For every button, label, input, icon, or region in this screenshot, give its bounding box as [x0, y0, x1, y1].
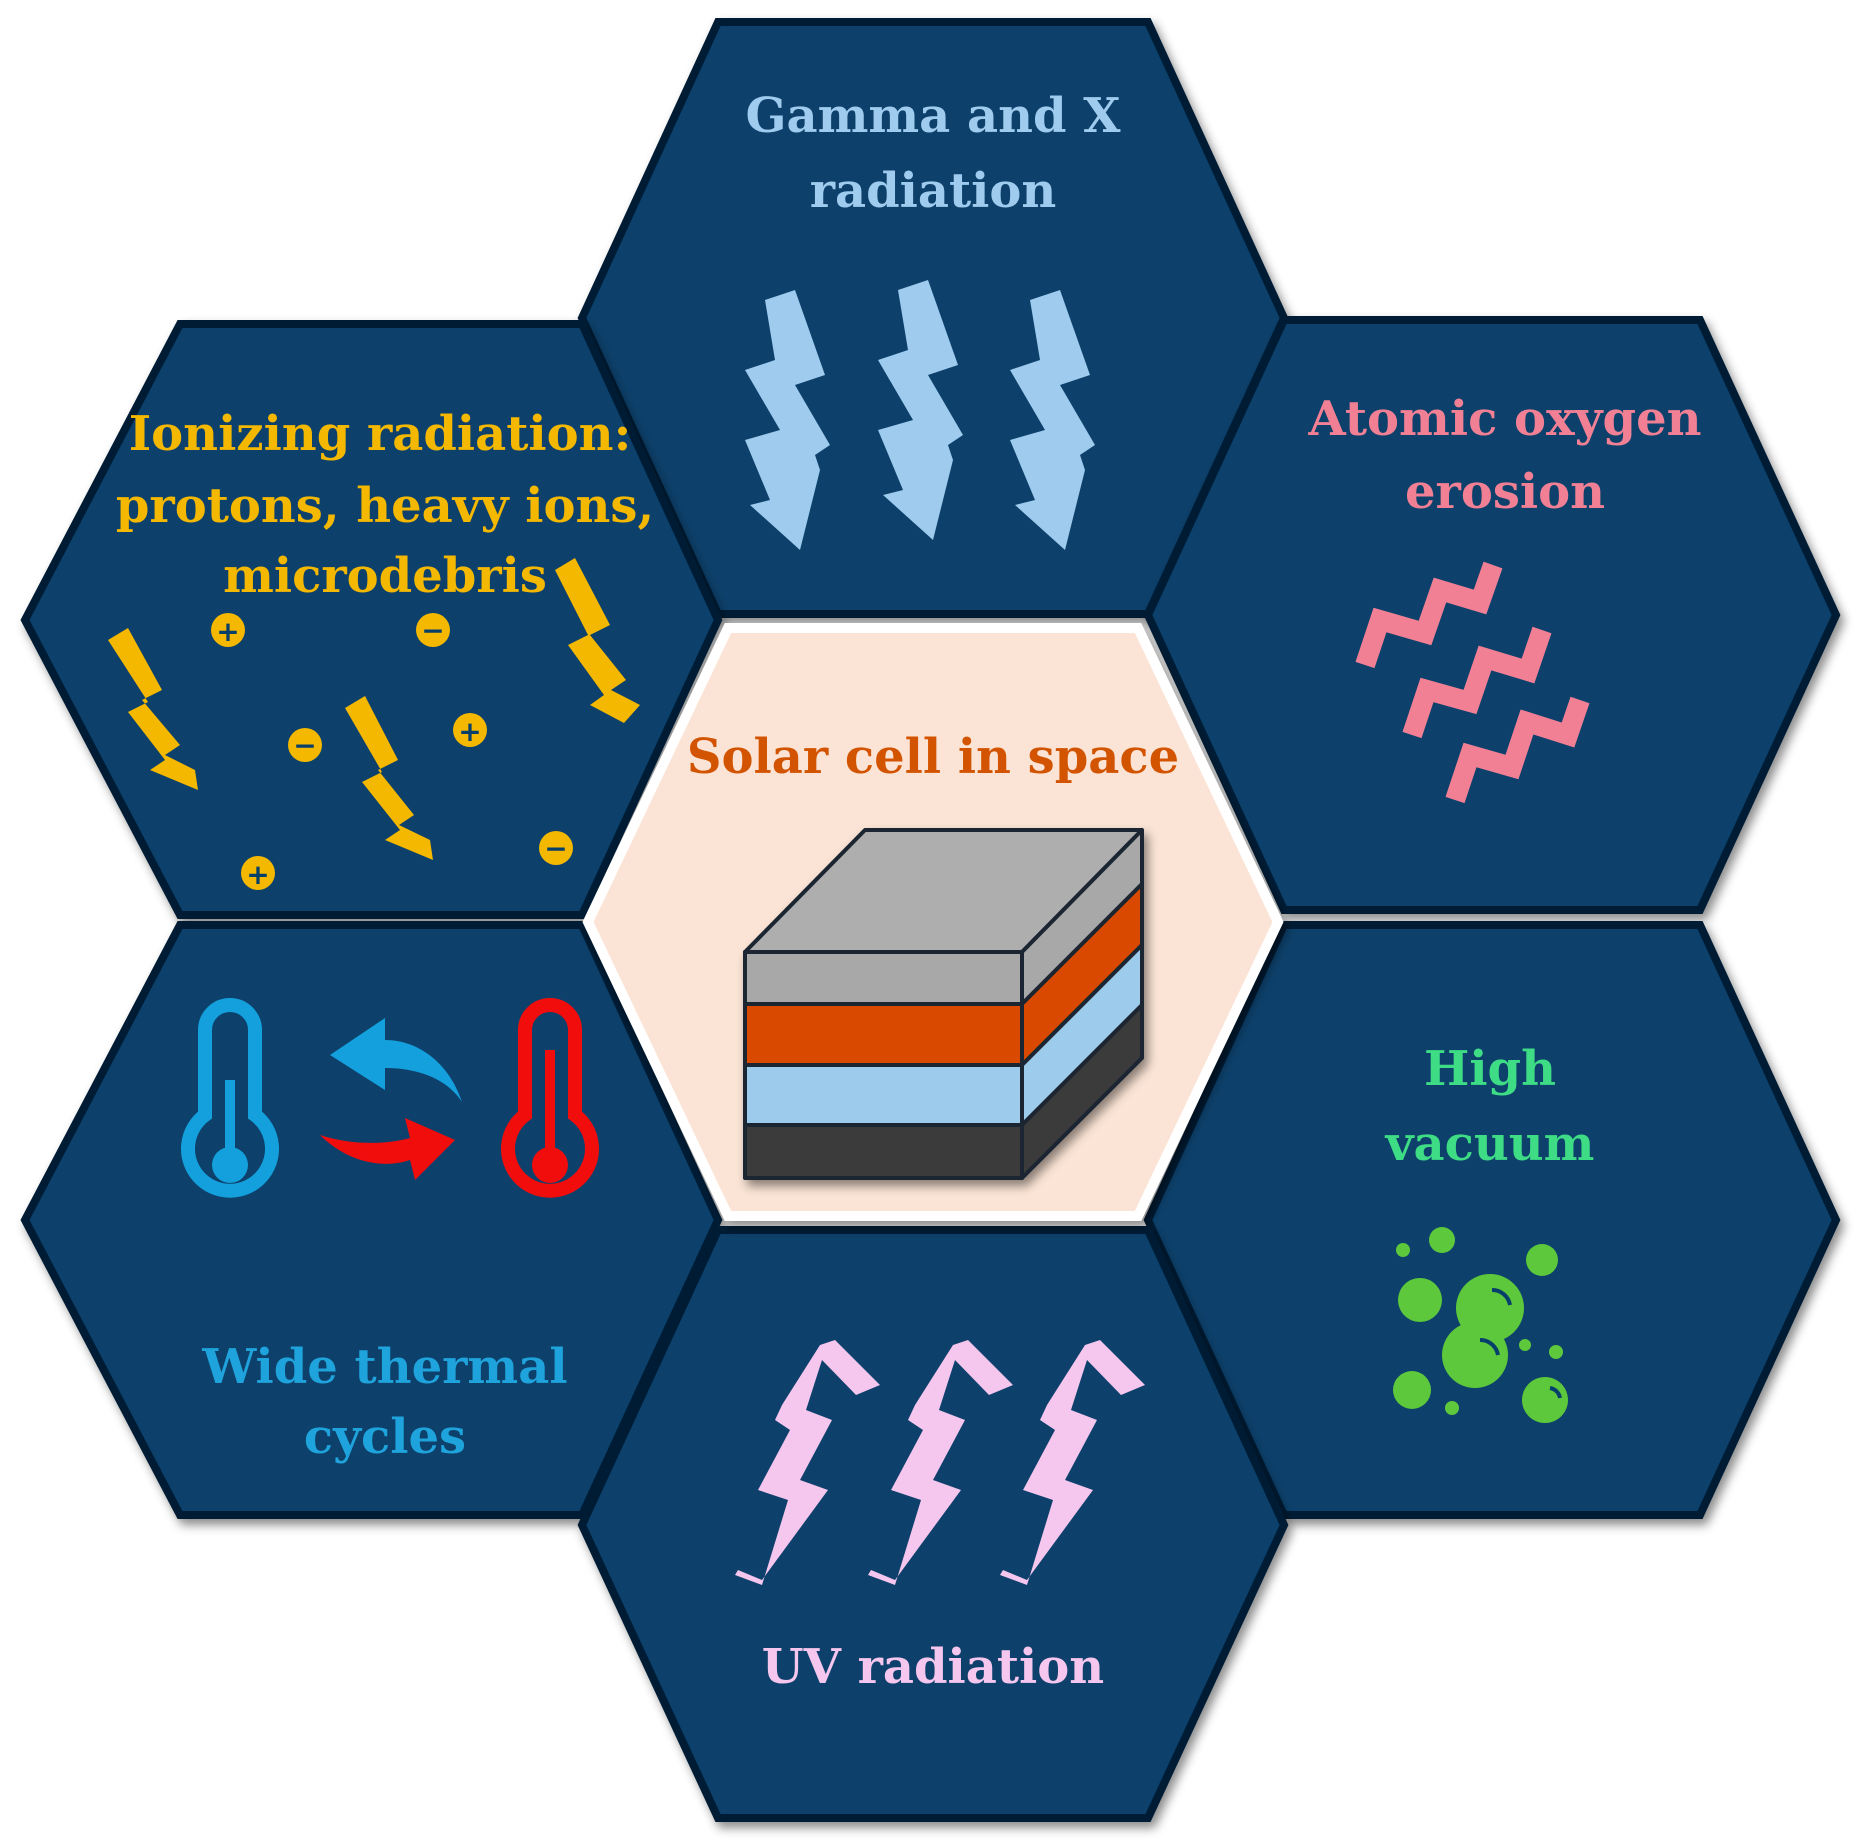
solar-cell-stack-icon — [743, 828, 1144, 1180]
hex-vacuum — [1143, 921, 1841, 1519]
gamma-arrows — [745, 280, 1095, 550]
vacuum-title-line2: vacuum — [1385, 1116, 1595, 1172]
atomic-title-line1: Atomic oxygen — [1307, 391, 1701, 447]
ion-minus-1: − — [416, 613, 450, 647]
ionizing-arrows — [108, 558, 640, 860]
cell-front-blue — [743, 1063, 1024, 1127]
thermal-title-line2: cycles — [304, 1409, 466, 1465]
uv-title: UV radiation — [762, 1639, 1104, 1695]
ion-plus-2: + — [453, 713, 487, 748]
atomic-title-line2: erosion — [1405, 464, 1605, 520]
vacuum-title-line1: High — [1424, 1041, 1556, 1097]
ion-minus-2: − — [288, 728, 322, 762]
ion-charges: + − − + − + — [211, 613, 573, 891]
uv-arrow-3 — [1000, 1340, 1145, 1585]
gamma-arrow-2 — [878, 280, 963, 540]
svg-text:−: − — [544, 832, 567, 865]
ionizing-title-line1: Ionizing radiation: — [129, 406, 632, 462]
ionizing-arrow-2 — [345, 696, 433, 860]
uv-arrows — [735, 1340, 1145, 1585]
ionizing-arrow-3 — [555, 558, 640, 723]
thermometer-cold-icon — [181, 998, 279, 1198]
hex-vacuum-shape — [1143, 921, 1841, 1519]
svg-text:+: + — [246, 858, 269, 891]
gamma-arrow-3 — [1010, 290, 1095, 550]
thermal-title-line1: Wide thermal — [201, 1339, 567, 1395]
gamma-title-line1: Gamma and X — [746, 88, 1122, 144]
atomic-zigzag-1 — [1355, 561, 1503, 669]
thermometer-hot-icon — [501, 998, 599, 1198]
atomic-zigzags — [1355, 561, 1590, 804]
atomic-zigzag-3 — [1445, 696, 1590, 804]
ion-minus-3: − — [539, 831, 573, 865]
svg-text:−: − — [421, 614, 444, 647]
atomic-zigzag-2 — [1402, 626, 1552, 739]
ion-plus-3: + — [241, 856, 275, 891]
gamma-title-line2: radiation — [810, 163, 1057, 219]
arrow-to-cold-icon — [330, 1018, 462, 1102]
ionizing-title-line3: microdebris — [223, 548, 547, 604]
cell-front-dark — [743, 1123, 1024, 1180]
uv-arrow-2 — [868, 1340, 1013, 1585]
uv-arrow-1 — [735, 1340, 880, 1585]
hex-ionizing-shape — [20, 320, 723, 919]
hex-atomic-shape — [1143, 316, 1841, 914]
hex-atomic — [1143, 316, 1841, 914]
bubbles-icon — [1393, 1227, 1568, 1423]
ion-plus-1: + — [211, 613, 245, 648]
cell-front-grey — [743, 950, 1024, 1006]
arrow-to-hot-icon — [320, 1118, 455, 1180]
ionizing-arrow-1 — [108, 628, 198, 790]
svg-text:+: + — [458, 715, 481, 748]
center-title: Solar cell in space — [687, 729, 1179, 785]
bubble-highlights — [1479, 1287, 1562, 1399]
hex-ionizing — [20, 320, 723, 919]
cell-front-orange — [743, 1002, 1024, 1067]
ionizing-title-line2: protons, heavy ions, — [116, 478, 654, 534]
svg-text:+: + — [216, 615, 239, 648]
svg-text:−: − — [293, 729, 316, 762]
gamma-arrow-1 — [745, 290, 830, 550]
